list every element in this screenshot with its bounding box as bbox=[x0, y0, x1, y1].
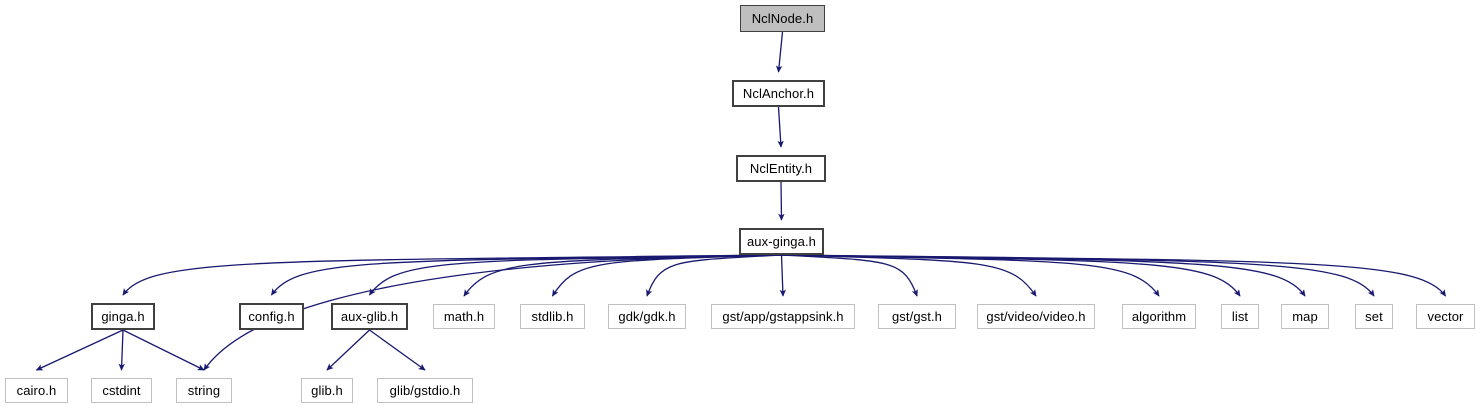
graph-edge-nclnode-to-nclanchor bbox=[775, 31, 784, 73]
graph-node-auxglib[interactable]: aux-glib.h bbox=[331, 303, 408, 330]
graph-edge-auxginga-to-string bbox=[203, 254, 782, 371]
graph-node-label: aux-ginga.h bbox=[746, 234, 817, 249]
graph-node-label: cstdint bbox=[102, 383, 141, 398]
graph-node-label: NclAnchor.h bbox=[742, 86, 815, 101]
graph-node-gstgst[interactable]: gst/gst.h bbox=[878, 304, 956, 329]
graph-node-label: cairo.h bbox=[16, 383, 57, 398]
graph-node-config[interactable]: config.h bbox=[239, 303, 304, 330]
graph-node-label: math.h bbox=[443, 309, 485, 324]
graph-node-gstvideo[interactable]: gst/video/video.h bbox=[977, 304, 1095, 329]
graph-node-label: set bbox=[1365, 309, 1383, 324]
graph-edge-nclanchor-to-nclentity bbox=[777, 106, 784, 148]
graph-node-label: gdk/gdk.h bbox=[618, 309, 676, 324]
graph-node-label: stdlib.h bbox=[531, 309, 574, 324]
graph-node-label: ginga.h bbox=[101, 309, 145, 324]
graph-node-label: gst/video/video.h bbox=[986, 309, 1086, 324]
graph-node-nclanchor[interactable]: NclAnchor.h bbox=[732, 80, 825, 107]
graph-edge-ginga-to-cairo bbox=[35, 329, 124, 371]
graph-node-string[interactable]: string bbox=[176, 378, 232, 403]
graph-node-auxginga[interactable]: aux-ginga.h bbox=[739, 228, 824, 255]
graph-node-algorithm[interactable]: algorithm bbox=[1122, 304, 1196, 329]
graph-node-label: glib.h bbox=[311, 383, 343, 398]
graph-edge-auxginga-to-gdkgdk bbox=[646, 254, 782, 297]
graph-node-cairo[interactable]: cairo.h bbox=[5, 378, 68, 403]
graph-node-glib[interactable]: glib.h bbox=[301, 378, 353, 403]
graph-node-ginga[interactable]: ginga.h bbox=[91, 303, 155, 330]
graph-node-gstappsink[interactable]: gst/app/gstappsink.h bbox=[711, 304, 855, 329]
graph-node-label: gst/gst.h bbox=[891, 309, 943, 324]
graph-edge-auxginga-to-gstvideo bbox=[781, 254, 1037, 297]
graph-edge-nclentity-to-auxginga bbox=[778, 181, 785, 221]
graph-edge-auxglib-to-glib bbox=[326, 329, 370, 371]
graph-edge-auxginga-to-gstappsink bbox=[779, 254, 786, 297]
graph-node-nclentity[interactable]: NclEntity.h bbox=[736, 155, 826, 182]
graph-node-label: config.h bbox=[248, 309, 295, 324]
graph-edge-auxginga-to-stdlib bbox=[551, 254, 782, 297]
graph-edge-auxginga-to-auxglib bbox=[368, 254, 782, 296]
graph-node-label: list bbox=[1231, 309, 1249, 324]
graph-node-label: algorithm bbox=[1131, 309, 1187, 324]
graph-node-label: vector bbox=[1427, 309, 1464, 324]
graph-node-glibgstdio[interactable]: glib/gstdio.h bbox=[377, 378, 473, 403]
graph-edge-auxglib-to-glibgstdio bbox=[369, 329, 426, 371]
graph-edge-auxginga-to-math bbox=[463, 254, 782, 297]
graph-node-label: glib/gstdio.h bbox=[389, 383, 461, 398]
graph-node-nclnode[interactable]: NclNode.h bbox=[740, 5, 825, 32]
graph-node-stdlib[interactable]: stdlib.h bbox=[520, 304, 585, 329]
graph-node-set[interactable]: set bbox=[1355, 304, 1393, 329]
graph-edge-ginga-to-cstdint bbox=[118, 329, 125, 371]
graph-node-list[interactable]: list bbox=[1221, 304, 1259, 329]
graph-node-label: NclEntity.h bbox=[749, 161, 813, 176]
graph-node-vector[interactable]: vector bbox=[1416, 304, 1475, 329]
graph-node-label: gst/app/gstappsink.h bbox=[722, 309, 844, 324]
graph-node-map[interactable]: map bbox=[1281, 304, 1329, 329]
graph-edge-auxginga-to-ginga bbox=[122, 254, 782, 296]
graph-node-label: aux-glib.h bbox=[340, 309, 399, 324]
graph-node-math[interactable]: math.h bbox=[433, 304, 495, 329]
graph-node-label: NclNode.h bbox=[751, 11, 814, 26]
graph-node-cstdint[interactable]: cstdint bbox=[91, 378, 152, 403]
graph-edge-auxginga-to-gstgst bbox=[781, 254, 918, 297]
graph-node-gdkgdk[interactable]: gdk/gdk.h bbox=[608, 304, 686, 329]
graph-node-label: string bbox=[187, 383, 221, 398]
graph-edge-ginga-to-string bbox=[122, 329, 205, 371]
graph-node-label: map bbox=[1292, 309, 1318, 324]
graph-edge-auxginga-to-vector bbox=[781, 254, 1447, 297]
